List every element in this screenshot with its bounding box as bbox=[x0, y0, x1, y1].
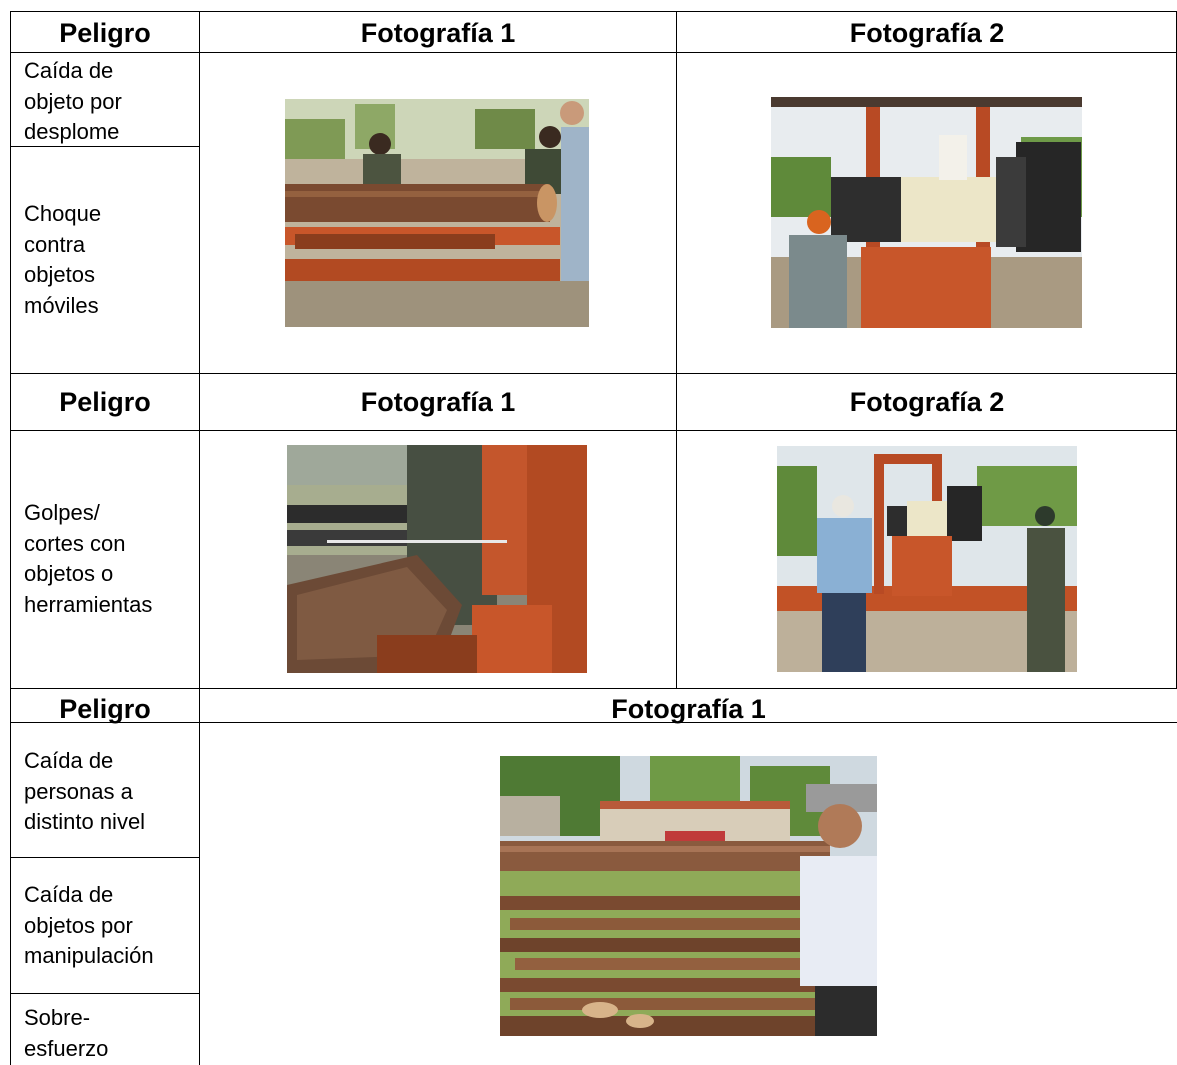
section-divider bbox=[10, 373, 1177, 374]
cell-divider bbox=[10, 146, 200, 147]
header-divider bbox=[10, 430, 1177, 431]
header-fotografia-2: Fotografía 2 bbox=[849, 387, 1005, 417]
column-divider bbox=[676, 11, 677, 688]
header-peligro: Peligro bbox=[59, 694, 151, 724]
hazard-choque-objetos-moviles: Choque contra objetos móviles bbox=[24, 201, 102, 318]
hazard-sobre-esfuerzo: Sobre- esfuerzo bbox=[24, 1005, 109, 1061]
header-divider bbox=[10, 52, 1177, 53]
hazard-caida-objetos-manipulacion: Caída de objetos por manipulación bbox=[24, 882, 154, 968]
photo-sawmill-engine bbox=[771, 97, 1082, 328]
hazard-golpes-cortes: Golpes/ cortes con objetos o herramienta… bbox=[24, 500, 153, 617]
table-border-top bbox=[10, 11, 1177, 12]
header-peligro: Peligro bbox=[59, 18, 151, 48]
cell-divider bbox=[10, 993, 200, 994]
header-fotografia-2: Fotografía 2 bbox=[849, 18, 1005, 48]
header-fotografia-1: Fotografía 1 bbox=[611, 694, 766, 724]
table-border-left bbox=[10, 11, 11, 1065]
photo-workers-at-sawmill bbox=[777, 446, 1077, 672]
column-divider bbox=[199, 11, 200, 1065]
hazard-caida-objeto-desplome: Caída de objeto por desplome bbox=[24, 58, 122, 144]
section-divider bbox=[10, 688, 1177, 689]
header-fotografia-1: Fotografía 1 bbox=[360, 387, 516, 417]
hazard-caida-personas-distinto-nivel: Caída de personas a distinto nivel bbox=[24, 748, 146, 834]
header-peligro: Peligro bbox=[59, 387, 151, 417]
cell-divider bbox=[10, 857, 200, 858]
header-fotografia-1: Fotografía 1 bbox=[360, 18, 516, 48]
photo-bandsaw-cutting-log bbox=[287, 445, 587, 673]
photo-worker-carrying-log bbox=[500, 756, 877, 1036]
header-divider bbox=[10, 722, 1177, 723]
photo-log-loading-sawmill bbox=[285, 99, 589, 327]
